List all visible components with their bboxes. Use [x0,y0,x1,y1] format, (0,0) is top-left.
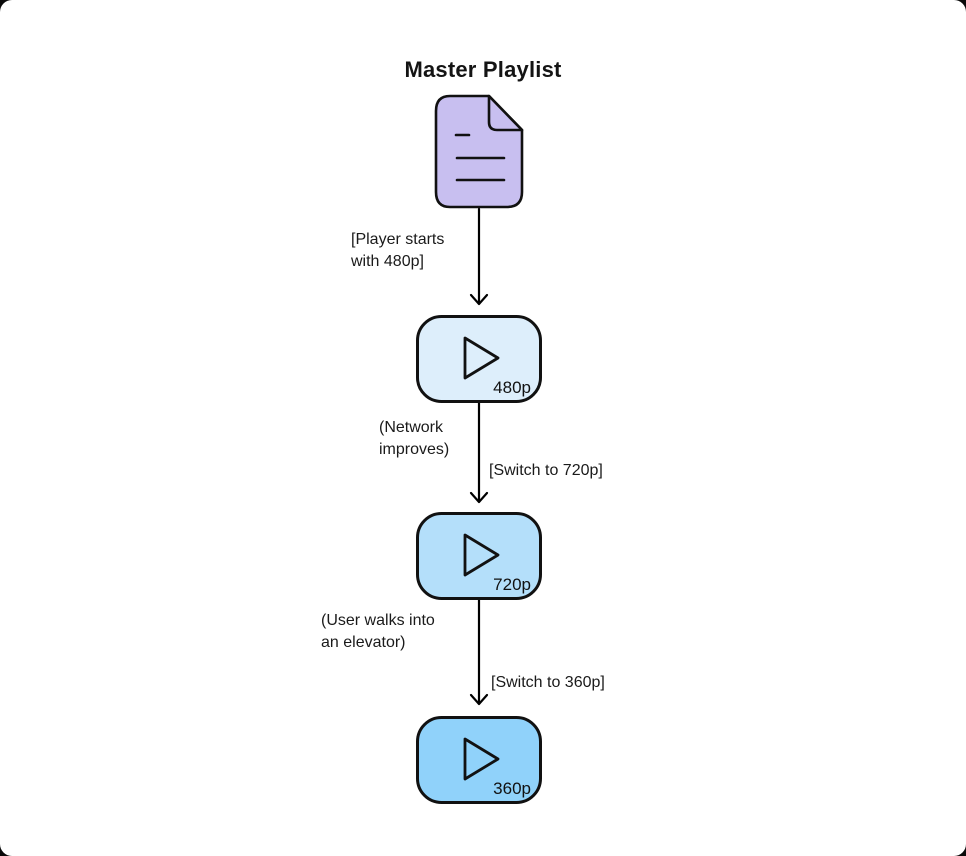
document-fold [487,94,524,132]
arrow-master-to-480p [469,207,489,306]
document-body [434,94,524,209]
player-body [416,315,542,403]
arrow-720p-to-360p [469,598,489,706]
play-icon [463,737,500,781]
edge-label-network-improves: (Network improves) [379,419,450,458]
document-icon [434,94,524,209]
player-shape [416,512,542,600]
edge-label-user-elevator: (User walks into an elevator) [321,612,435,651]
arrowhead-icon [469,491,489,504]
node-480p-label: 480p [493,378,531,397]
node-720p-label: 720p [493,575,531,594]
arrowhead-icon [469,693,489,706]
edge-label-player-starts: [Player starts with 480p] [351,231,445,270]
player-body [416,512,542,600]
play-icon [463,336,500,380]
arrow-480p-to-720p [469,401,489,504]
edge-label-switch-360p: [Switch to 360p] [491,674,605,691]
edge-label-switch-720p: [Switch to 720p] [489,462,603,479]
node-360p: 360p [416,716,542,804]
node-480p: 480p [416,315,542,403]
document-text-lines [454,133,506,182]
diagram-title: Master Playlist [404,57,562,82]
player-shape [416,716,542,804]
play-icon [463,533,500,577]
arrowhead-icon [469,293,489,306]
node-360p-label: 360p [493,779,531,798]
node-720p: 720p [416,512,542,600]
player-shape [416,315,542,403]
player-body [416,716,542,804]
